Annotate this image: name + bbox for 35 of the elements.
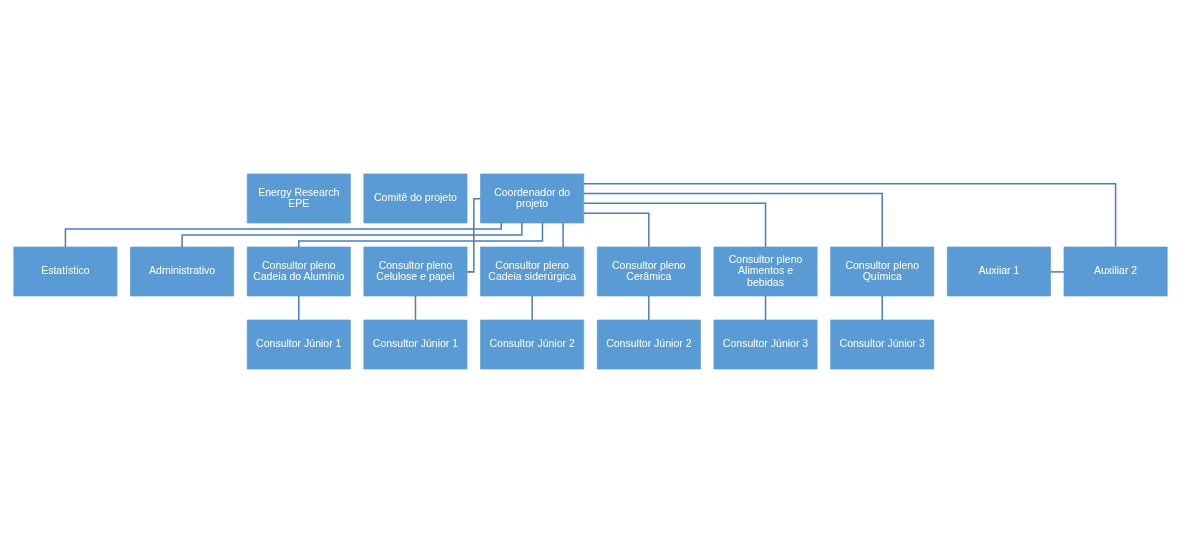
connector: [583, 183, 1117, 248]
connector: [531, 295, 533, 321]
node-box: Consultor pleno Cerâmica: [596, 246, 701, 297]
connector: [562, 222, 564, 248]
node-box: Consultor pleno Celulose e papel: [363, 246, 468, 297]
node-box: Auxiliar 2: [1063, 246, 1168, 297]
connector: [414, 295, 417, 321]
node-box: Consultor pleno Cadeia do Alumínio: [246, 246, 351, 297]
connector: [298, 222, 544, 248]
connector: [648, 295, 650, 321]
node-box: Auxiiar 1: [946, 246, 1051, 297]
node-box: Coordenador do projeto: [480, 173, 585, 224]
node-box: Consultor pleno Alimentos e bebidas: [713, 246, 818, 297]
node-box: Consultor Júnior 2: [596, 319, 701, 370]
node-box: Consultor Júnior 3: [713, 319, 818, 370]
node-box: Consultor Júnior 2: [480, 319, 585, 370]
connector: [181, 222, 523, 248]
node-box: Consultor Júnior 3: [830, 319, 935, 370]
node-box: Comitê do projeto: [363, 173, 468, 224]
connector: [64, 222, 502, 248]
node-box: Consultor pleno Cadeia siderúrgica: [480, 246, 585, 297]
connector: [583, 212, 650, 248]
node-box: Energy Research EPE: [246, 173, 351, 224]
node-box: Consultor pleno Química: [830, 246, 935, 297]
connector: [764, 295, 767, 321]
node-box: Estatístico: [13, 246, 118, 297]
connector: [298, 295, 300, 321]
connector: [583, 192, 883, 248]
node-box: Consultor Júnior 1: [246, 319, 351, 370]
node-box: Administrativo: [130, 246, 235, 297]
node-box: Consultor Júnior 1: [363, 319, 468, 370]
connector: [466, 198, 482, 273]
connector: [1050, 271, 1065, 273]
connector: [583, 202, 767, 248]
connector: [881, 295, 883, 321]
